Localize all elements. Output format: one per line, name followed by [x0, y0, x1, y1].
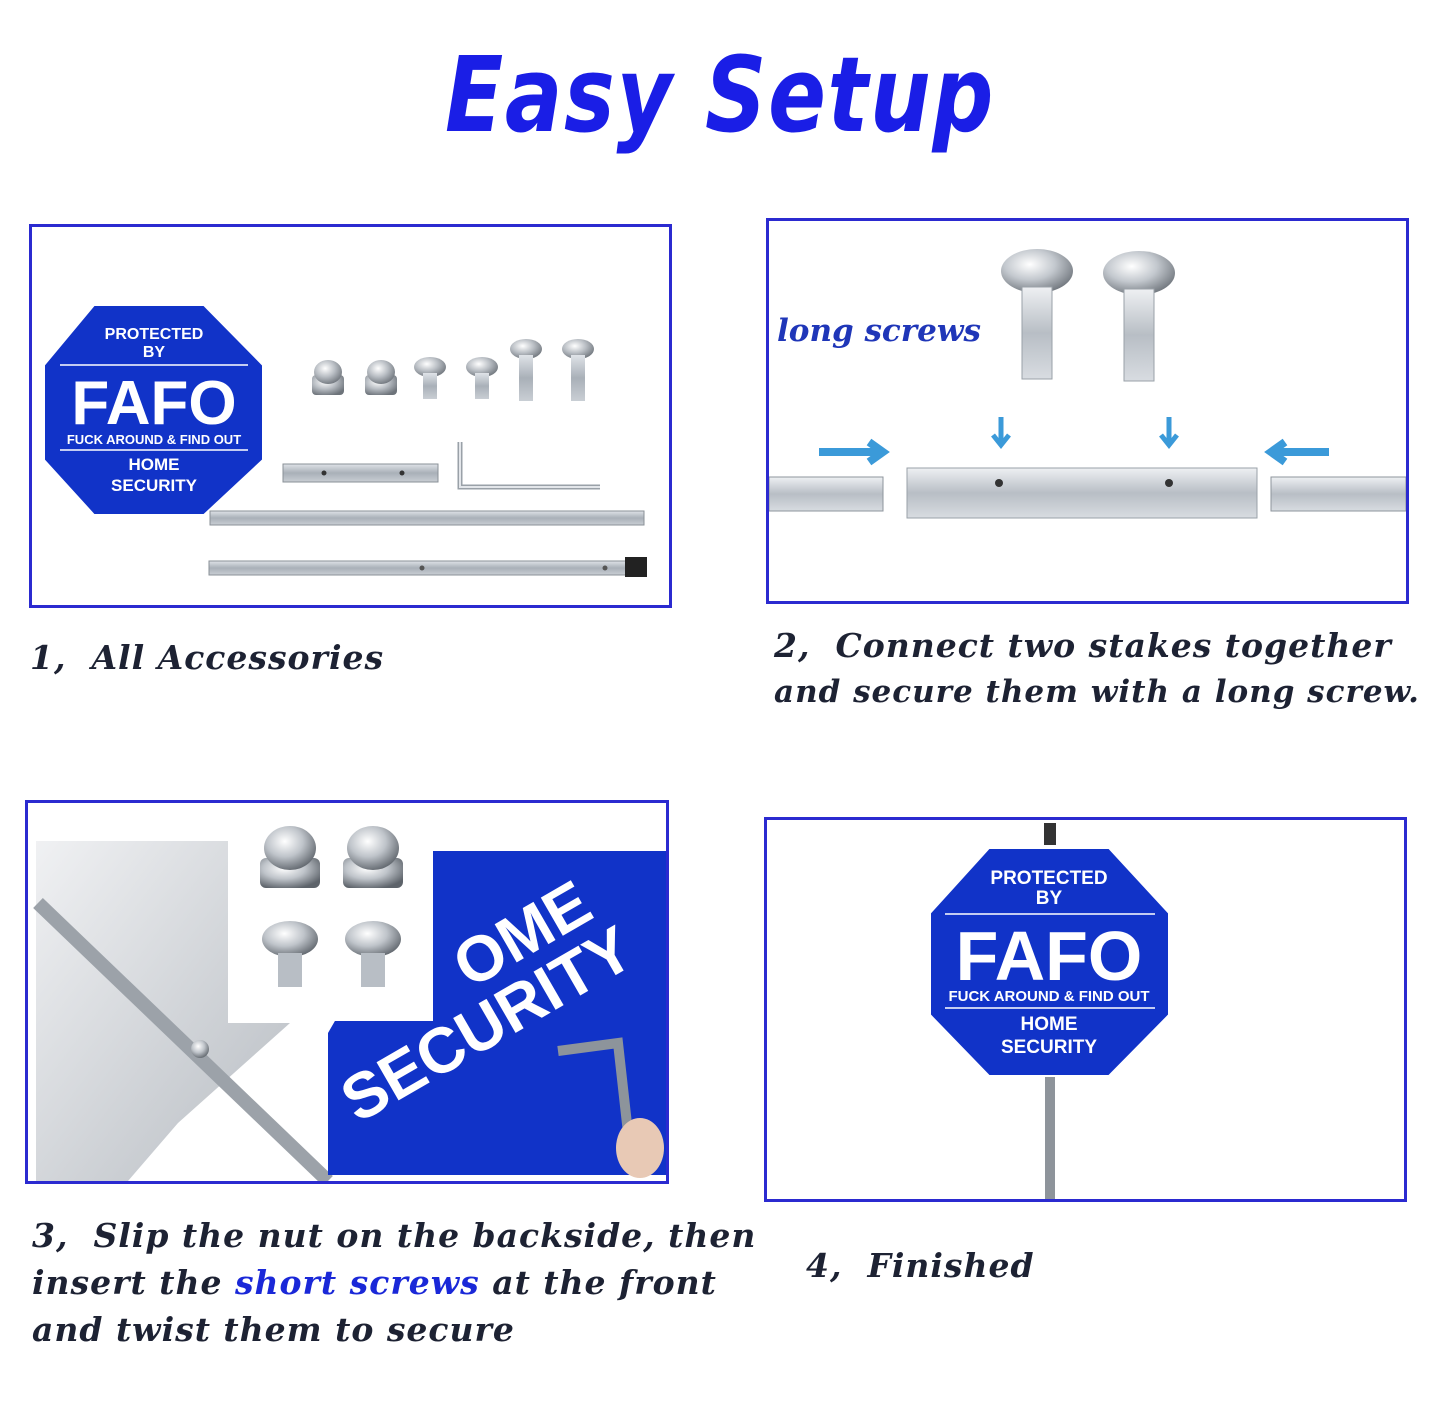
stake-right [1270, 476, 1406, 512]
attach-illustration: OME SECURITY [28, 803, 666, 1181]
sign-security-text: SECURITY [1001, 1037, 1097, 1058]
long-screw-icon [1001, 249, 1073, 380]
short-screw-icon [414, 357, 446, 399]
fafo-sign: PROTECTED BY FAFO FUCK AROUND & FIND OUT… [929, 847, 1170, 1077]
long-screw-icon [1103, 251, 1175, 382]
step-3-line2-pre: insert the [32, 1263, 235, 1302]
step-2-caption: 2, Connect two stakes together and secur… [774, 622, 1420, 716]
short-screw-icon [262, 921, 318, 987]
step-1-number: 1, [30, 638, 67, 677]
sign-security-text: SECURITY [111, 476, 198, 495]
step-3-line2-post: at the front [479, 1263, 717, 1302]
hex-key-icon [457, 442, 600, 490]
arrow-left-icon [1264, 438, 1329, 466]
page-title: Easy Setup [444, 34, 996, 156]
cap-nut-icon [365, 360, 397, 395]
step-3-number: 3, [32, 1216, 69, 1255]
step-3-line3: and twist them to secure [32, 1310, 515, 1349]
attach-sign-panel: OME SECURITY [25, 800, 669, 1184]
connect-stakes-panel: long screws [766, 218, 1409, 604]
finished-panel: PROTECTED BY FAFO FUCK AROUND & FIND OUT… [764, 817, 1407, 1202]
arrow-down-icon [991, 417, 1011, 450]
stake-bar [209, 510, 645, 526]
step-2-line2: and secure them with a long screw. [774, 674, 1420, 710]
step-3-caption: 3, Slip the nut on the backside, then in… [32, 1212, 756, 1353]
step-3-line1: Slip the nut on the backside, then [93, 1216, 757, 1255]
sign-protected-text: PROTECTED [990, 868, 1107, 889]
step-2-number: 2, [774, 626, 811, 665]
stake-bar [208, 557, 647, 577]
stake-bar [33, 897, 333, 1181]
connector-bar [282, 463, 439, 483]
sign-tagline-text: FUCK AROUND & FIND OUT [67, 432, 241, 447]
sign-home-text: HOME [129, 455, 180, 474]
long-screw-icon [510, 339, 542, 401]
connect-illustration [769, 249, 1406, 519]
step-4-text: Finished [867, 1246, 1035, 1285]
sign-by-text: BY [143, 344, 166, 361]
step-4-number: 4, [806, 1246, 843, 1285]
sign-fafo-text: FAFO [956, 917, 1143, 995]
sign-tagline-text: FUCK AROUND & FIND OUT [948, 988, 1149, 1005]
nut-on-stake [191, 1040, 209, 1058]
sign-by-text: BY [1036, 888, 1063, 909]
short-screw-icon [466, 357, 498, 399]
hex-key-icon [557, 1037, 664, 1178]
arrow-right-icon [819, 438, 890, 466]
short-screws-highlight: short screws [234, 1263, 480, 1302]
cap-nut-icon [260, 826, 320, 888]
stake-bar [1045, 1075, 1055, 1199]
step-2-line1: Connect two stakes together [835, 626, 1392, 665]
connector-bar [906, 467, 1258, 519]
cap-nut-icon [312, 360, 344, 395]
short-screw-icon [345, 921, 401, 987]
arrow-down-icon [1159, 417, 1179, 450]
accessories-panel: PROTECTED BY FAFO FUCK AROUND & FIND OUT… [29, 224, 672, 608]
cap-nut-icon [343, 826, 403, 888]
accessories-illustration: PROTECTED BY FAFO FUCK AROUND & FIND OUT… [43, 304, 647, 577]
fafo-sign: PROTECTED BY FAFO FUCK AROUND & FIND OUT… [43, 304, 264, 516]
step-1-caption: 1, All Accessories [30, 634, 384, 681]
sign-fafo-text: FAFO [71, 369, 236, 438]
finished-illustration: PROTECTED BY FAFO FUCK AROUND & FIND OUT… [929, 823, 1170, 1199]
long-screws-label: long screws [777, 313, 981, 349]
sign-backside [36, 841, 290, 1181]
step-1-text: All Accessories [91, 638, 385, 677]
sign-protected-text: PROTECTED [105, 326, 204, 343]
stake-top [1044, 823, 1056, 845]
sign-home-text: HOME [1021, 1014, 1078, 1035]
stake-left [769, 476, 884, 512]
step-4-caption: 4, Finished [806, 1242, 1035, 1289]
long-screw-icon [562, 339, 594, 401]
